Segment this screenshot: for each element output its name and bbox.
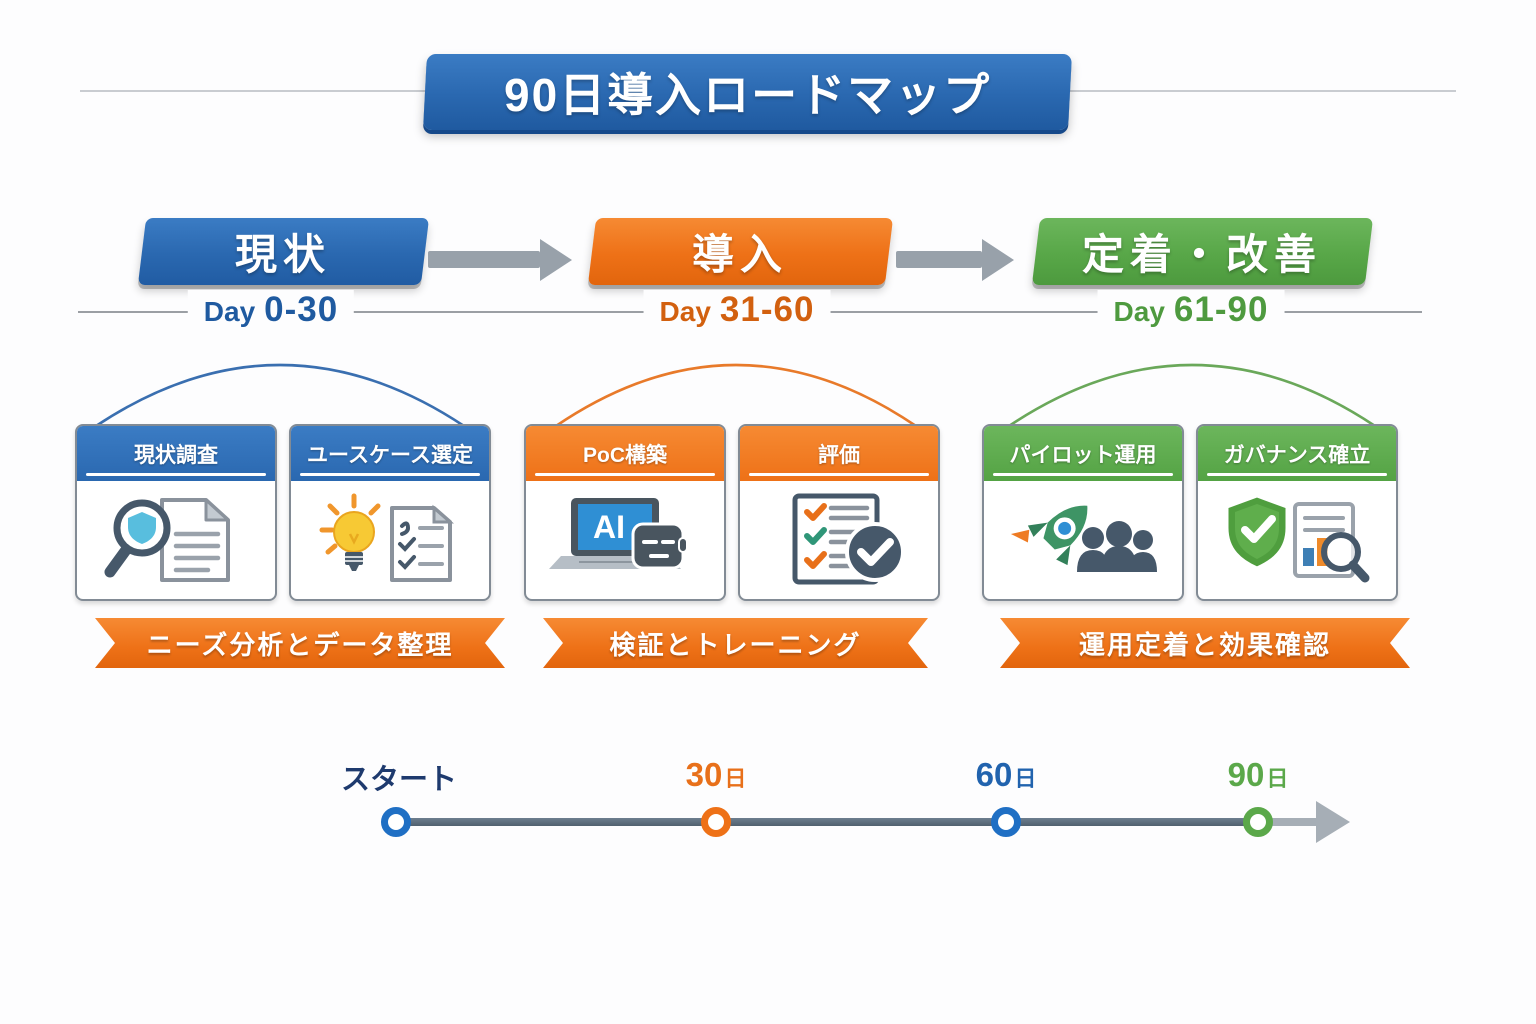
timeline-marker-60	[991, 807, 1021, 837]
day-range-61-90: Day 61-90	[1097, 290, 1285, 332]
card-header: 評価	[740, 426, 938, 481]
ribbon-label: 検証とトレーニング	[609, 629, 862, 660]
phase-label: 導入	[692, 231, 789, 278]
phase-banner-current-state: 現状	[137, 218, 430, 285]
evaluation-check-icon	[792, 493, 905, 585]
timeline-marker-90	[1243, 807, 1273, 837]
card-evaluation: 評価	[738, 424, 940, 601]
page-title: 90日導入ロードマップ	[503, 69, 992, 121]
card-body	[984, 481, 1182, 599]
arrow-shaft	[428, 251, 540, 268]
phase3-cards: パイロット運用	[982, 424, 1398, 601]
card-body	[740, 481, 938, 599]
card-body	[291, 481, 489, 599]
card-header: ガバナンス確立	[1198, 426, 1396, 481]
ribbon-needs-analysis: ニーズ分析とデータ整理	[95, 618, 505, 668]
timeline-text: 60	[975, 756, 1013, 793]
day-range-31-60: Day 31-60	[643, 290, 831, 332]
phase-banner-establish-improve: 定着・改善	[1031, 218, 1374, 285]
day-range: 0-30	[264, 290, 339, 329]
timeline-label-start: スタート	[341, 756, 459, 798]
timeline-line	[394, 818, 1260, 826]
ribbon-label: 運用定着と効果確認	[1078, 629, 1331, 660]
day-prefix: Day	[659, 296, 711, 327]
phase1-cards: 現状調査 ユースケース選定	[75, 424, 491, 601]
card-body	[77, 481, 275, 599]
card-title: パイロット運用	[1009, 443, 1157, 467]
phase-label: 現状	[235, 231, 332, 278]
day-range: 31-60	[719, 290, 815, 329]
card-title: ガバナンス確立	[1223, 443, 1371, 467]
card-body: AI	[526, 481, 724, 599]
day-range: 61-90	[1173, 290, 1269, 329]
card-current-state-survey: 現状調査	[75, 424, 277, 601]
timeline-marker-30	[701, 807, 731, 837]
phase2-arc	[550, 338, 922, 430]
card-poc-build: PoC構築 AI	[524, 424, 726, 601]
card-use-case-selection: ユースケース選定	[289, 424, 491, 601]
arrow-shaft	[896, 251, 982, 268]
timeline-arrow-icon	[1316, 801, 1350, 843]
day-prefix: Day	[1113, 296, 1165, 327]
ai-laptop-robot-icon: AI	[549, 498, 688, 570]
ribbon-operation-effect: 運用定着と効果確認	[1000, 618, 1410, 668]
phase3-arc	[1003, 338, 1381, 430]
ribbon-label: ニーズ分析とデータ整理	[146, 629, 454, 660]
day-range-0-30: Day 0-30	[187, 290, 355, 332]
timeline-unit: 日	[1014, 766, 1037, 791]
phase2-cards: PoC構築 AI	[524, 424, 940, 601]
ribbon-verification-training: 検証とトレーニング	[543, 618, 928, 668]
card-header: ユースケース選定	[291, 426, 489, 481]
svg-text:AI: AI	[593, 509, 625, 545]
search-document-icon	[104, 498, 230, 582]
timeline-marker-start	[381, 807, 411, 837]
timeline-unit: 日	[1266, 766, 1289, 791]
phase-label: 定着・改善	[1082, 231, 1323, 278]
card-title: 評価	[818, 443, 860, 467]
idea-checklist-icon	[319, 493, 454, 582]
shield-audit-icon	[1225, 494, 1370, 583]
timeline-text: スタート	[340, 764, 458, 796]
timeline-text: 90	[1227, 756, 1265, 793]
timeline-text: 30	[685, 756, 723, 793]
phase1-arc	[90, 338, 470, 430]
card-header: PoC構築	[526, 426, 724, 481]
card-header: 現状調査	[77, 426, 275, 481]
card-header: パイロット運用	[984, 426, 1182, 481]
timeline-line-end	[1260, 818, 1320, 826]
timeline-unit: 日	[724, 766, 747, 791]
day-prefix: Day	[203, 296, 256, 327]
card-body	[1198, 481, 1396, 599]
card-title: PoC構築	[583, 443, 667, 467]
card-title: ユースケース選定	[307, 443, 473, 467]
rocket-team-icon	[1010, 505, 1157, 572]
card-title: 現状調査	[134, 443, 218, 467]
phase-banner-implementation: 導入	[587, 218, 894, 285]
page-title-banner: 90日導入ロードマップ	[423, 54, 1072, 130]
arrow-head	[982, 239, 1014, 281]
card-pilot-operation: パイロット運用	[982, 424, 1184, 601]
card-governance-establishment: ガバナンス確立	[1196, 424, 1398, 601]
arrow-head	[540, 239, 572, 281]
